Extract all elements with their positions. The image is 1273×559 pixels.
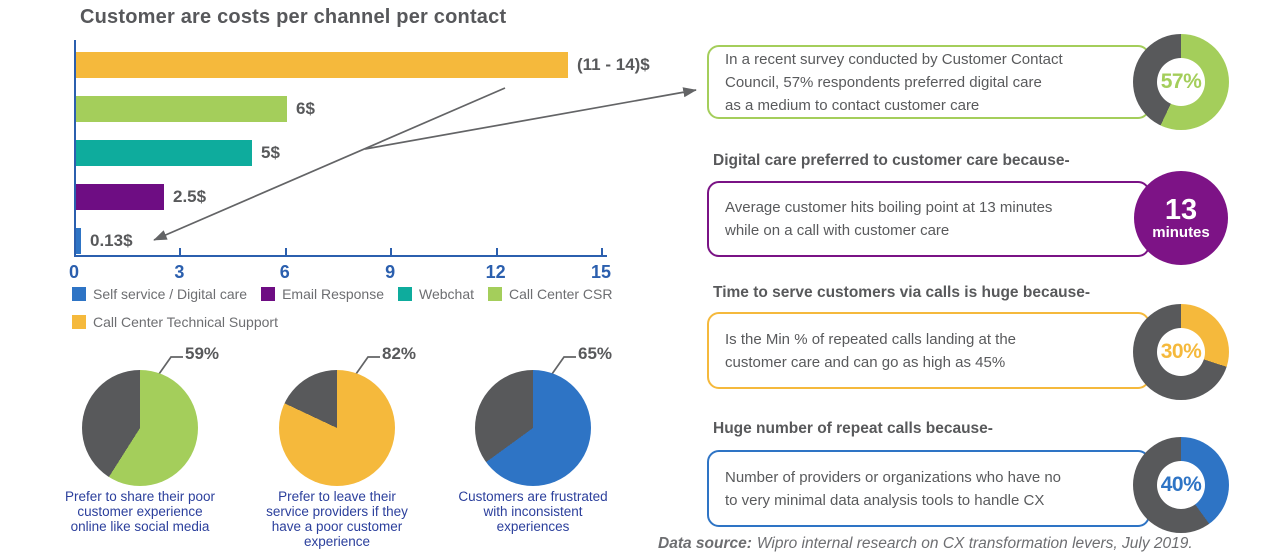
callout-box-4: Number of providers or organizations who… [707,450,1150,527]
legend-item-call-center-csr: Call Center CSR [488,284,612,304]
bar-call-center-csr [76,96,287,122]
bar-email-response [76,184,164,210]
legend-item-call-center-technical-support: Call Center Technical Support [72,312,278,332]
pie-label-leader [158,356,183,375]
x-axis-tick-label: 12 [485,262,506,282]
donut-badge-30%: 30% [1133,304,1229,400]
legend-item-email-response: Email Response [261,284,384,304]
callout-header-3: Time to serve customers via calls is hug… [713,284,1091,301]
bar-chart: (11 - 14)$ 6$ 5$ 2.5$ 0.13$ 0 3 6 9 12 15 [69,40,650,282]
bar-call-center-technical-support [76,52,568,78]
bar-webchat [76,140,252,166]
pie-percent-label: 65% [578,344,613,363]
legend-swatch-call-center-csr [488,287,502,301]
legend-label: Call Center Technical Support [93,314,278,330]
data-source: Data source:Wipro internal research on C… [658,535,1193,553]
y-axis-line [74,40,76,257]
legend-label: Webchat [419,286,474,302]
legend-swatch-email-response [261,287,276,301]
x-axis-tick-label: 0 [68,262,80,282]
pie-caption: Customers are frustrated with inconsiste… [458,489,608,534]
bar-value-label-call-center-csr: 6$ [296,99,315,118]
donut-percent-label: 40% [1160,473,1202,496]
x-axis-tick [284,248,287,255]
callout-header-4: Huge number of repeat calls because- [713,420,993,437]
donut-percent-label: 30% [1160,340,1202,363]
x-axis-tick-label: 3 [174,262,185,282]
legend-label: Email Response [282,286,384,302]
legend-item-self-service-digital-care: Self service / Digital care [72,284,247,304]
callout-text-2: Average customer hits boiling point at 1… [725,199,1053,239]
legend-swatch-self-service-digital-care [72,287,86,301]
legend-swatch-webchat [398,287,412,301]
pie-chart-59% [82,370,198,486]
x-axis-tick-label: 6 [279,262,290,282]
callout-box-2: Average customer hits boiling point at 1… [707,181,1150,257]
pie-chart-82% [279,370,395,486]
pie-caption: Prefer to share their poor customer expe… [64,489,216,534]
x-axis-tick [495,248,498,255]
bar-value-label-email-response: 2.5$ [173,187,207,206]
donut-badge-57%: 57% [1133,34,1229,130]
bar-value-label-call-center-technical-support: (11 - 14)$ [577,55,650,74]
callout-box-3: Is the Min % of repeated calls landing a… [707,312,1150,389]
data-source-label: Data source: [658,535,752,552]
page-title: Customer are costs per channel per conta… [80,6,507,28]
legend-label: Self service / Digital care [93,286,248,302]
legend-swatch-call-center-technical-support [72,315,86,329]
donut-badge-40%: 40% [1133,437,1229,533]
bar-self-service-digital-care [76,228,81,254]
x-axis-tick-label: 15 [590,262,612,282]
x-axis-tick [390,248,393,255]
bar-value-label-webchat: 5$ [261,143,280,162]
pie-percent-label: 59% [185,344,220,363]
x-axis-tick [601,248,603,255]
callout-box-1: In a recent survey conducted by Customer… [707,45,1150,119]
callout-text-1: In a recent survey conducted by Customer… [725,50,1063,114]
minutes-value: 13 [1164,193,1198,226]
pie-chart-65% [475,370,591,486]
legend-item-webchat: Webchat [398,284,474,304]
bar-chart-legend: Self service / Digital care Email Respons… [72,284,647,332]
x-axis-line [74,255,607,257]
donut-percent-label: 57% [1160,70,1202,93]
callout-text-3: Is the Min % of repeated calls landing a… [725,330,1017,371]
pie-label-leader [551,356,576,375]
pie-label-leader [355,356,380,375]
data-source-text: Wipro internal research on CX transforma… [756,535,1193,552]
callout-text-4: Number of providers or organizations who… [725,468,1062,509]
x-axis-tick-label: 9 [385,262,396,282]
callout-header-2: Digital care preferred to customer care … [713,152,1070,169]
x-axis-tick [179,248,182,255]
bar-value-label-self-service-digital-care: 0.13$ [90,231,133,250]
pie-percent-label: 82% [382,344,417,363]
pie-caption: Prefer to leave their service providers … [266,489,408,549]
minutes-unit: minutes [1152,223,1210,241]
legend-label: Call Center CSR [509,286,613,302]
